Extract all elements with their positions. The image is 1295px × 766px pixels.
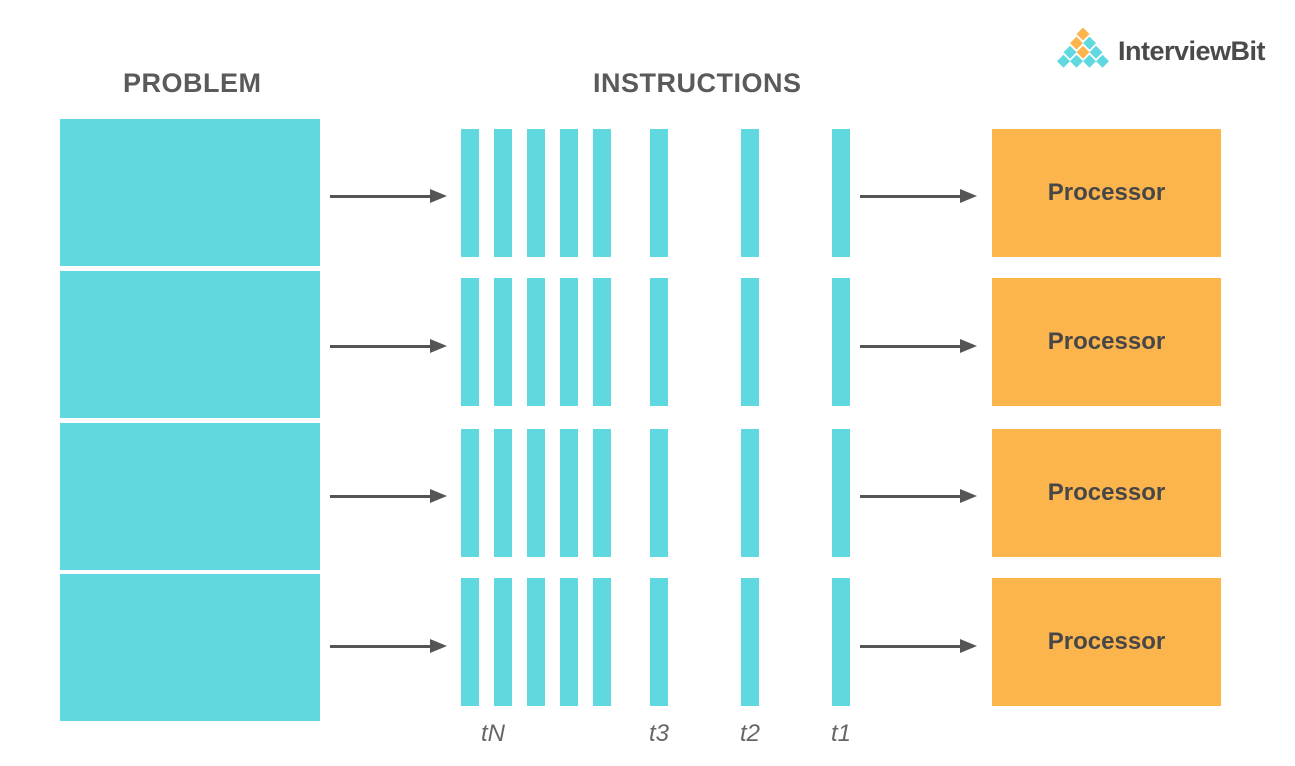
logo-diamond: [1076, 27, 1090, 41]
problem-block: [60, 574, 320, 721]
instruction-bar: [527, 129, 545, 257]
instruction-bar: [560, 278, 578, 406]
instruction-bar-t2: [741, 429, 759, 557]
instruction-bar: [527, 429, 545, 557]
arrow-to-instructions: [330, 489, 447, 503]
logo-diamond: [1083, 54, 1096, 68]
logo-diamond: [1089, 45, 1103, 59]
instruction-bar: [593, 129, 611, 257]
arrow-to-processor: [860, 639, 977, 653]
logo-diamond: [1063, 45, 1077, 59]
arrow-to-instructions: [330, 189, 447, 203]
instruction-bar: [593, 578, 611, 706]
instruction-row: [0, 278, 1295, 406]
instruction-bar: [494, 429, 512, 557]
instruction-row: [0, 578, 1295, 706]
instruction-bar: [461, 429, 479, 557]
instruction-bar: [560, 429, 578, 557]
instruction-bar: [560, 129, 578, 257]
logo-diamond: [1057, 54, 1070, 68]
time-label-t3: t3: [648, 720, 669, 747]
arrow-to-instructions: [330, 639, 447, 653]
problem-block: [60, 423, 320, 570]
instruction-bar: [560, 578, 578, 706]
processor-box: Processor: [992, 278, 1221, 406]
arrow-to-processor: [860, 189, 977, 203]
instruction-bar-t3: [650, 278, 668, 406]
instruction-bar-t2: [741, 278, 759, 406]
instruction-bar: [494, 578, 512, 706]
problem-block: [60, 119, 320, 266]
instruction-bar: [494, 278, 512, 406]
time-label-tN: tN: [481, 720, 505, 747]
instruction-bar-t3: [650, 578, 668, 706]
instruction-row: [0, 429, 1295, 557]
logo-diamond: [1096, 54, 1109, 68]
instruction-bar: [527, 578, 545, 706]
arrow-to-instructions: [330, 339, 447, 353]
problem-block: [60, 271, 320, 418]
arrow-to-processor: [860, 489, 977, 503]
instruction-bar-t1: [832, 429, 850, 557]
arrow-to-processor: [860, 339, 977, 353]
instruction-bar: [593, 429, 611, 557]
instruction-bar-t2: [741, 578, 759, 706]
instruction-bar: [494, 129, 512, 257]
instructions-heading: INSTRUCTIONS: [593, 68, 802, 98]
logo-diamond: [1070, 36, 1083, 50]
logo-diamond: [1083, 36, 1096, 50]
instruction-bar-t3: [650, 129, 668, 257]
instruction-bar-t1: [832, 278, 850, 406]
instruction-bar-t1: [832, 578, 850, 706]
time-label-t1: t1: [830, 720, 851, 747]
pyramid-dots-icon: [1057, 27, 1109, 68]
instruction-bar-t2: [741, 129, 759, 257]
time-label-t2: t2: [739, 720, 760, 747]
processor-box: Processor: [992, 129, 1221, 257]
problem-heading: PROBLEM: [123, 68, 262, 98]
instruction-bar-t3: [650, 429, 668, 557]
instruction-row: [0, 129, 1295, 257]
instruction-bar: [527, 278, 545, 406]
instruction-bar: [593, 278, 611, 406]
processor-box: Processor: [992, 578, 1221, 706]
processor-box: Processor: [992, 429, 1221, 557]
interviewbit-logo: InterviewBit: [1052, 27, 1272, 70]
logo-diamond: [1076, 45, 1090, 59]
instruction-bar-t1: [832, 129, 850, 257]
instruction-bar: [461, 129, 479, 257]
logo-diamond: [1070, 54, 1083, 68]
brand-name: InterviewBit: [1118, 36, 1266, 66]
instruction-bar: [461, 578, 479, 706]
instruction-bar: [461, 278, 479, 406]
